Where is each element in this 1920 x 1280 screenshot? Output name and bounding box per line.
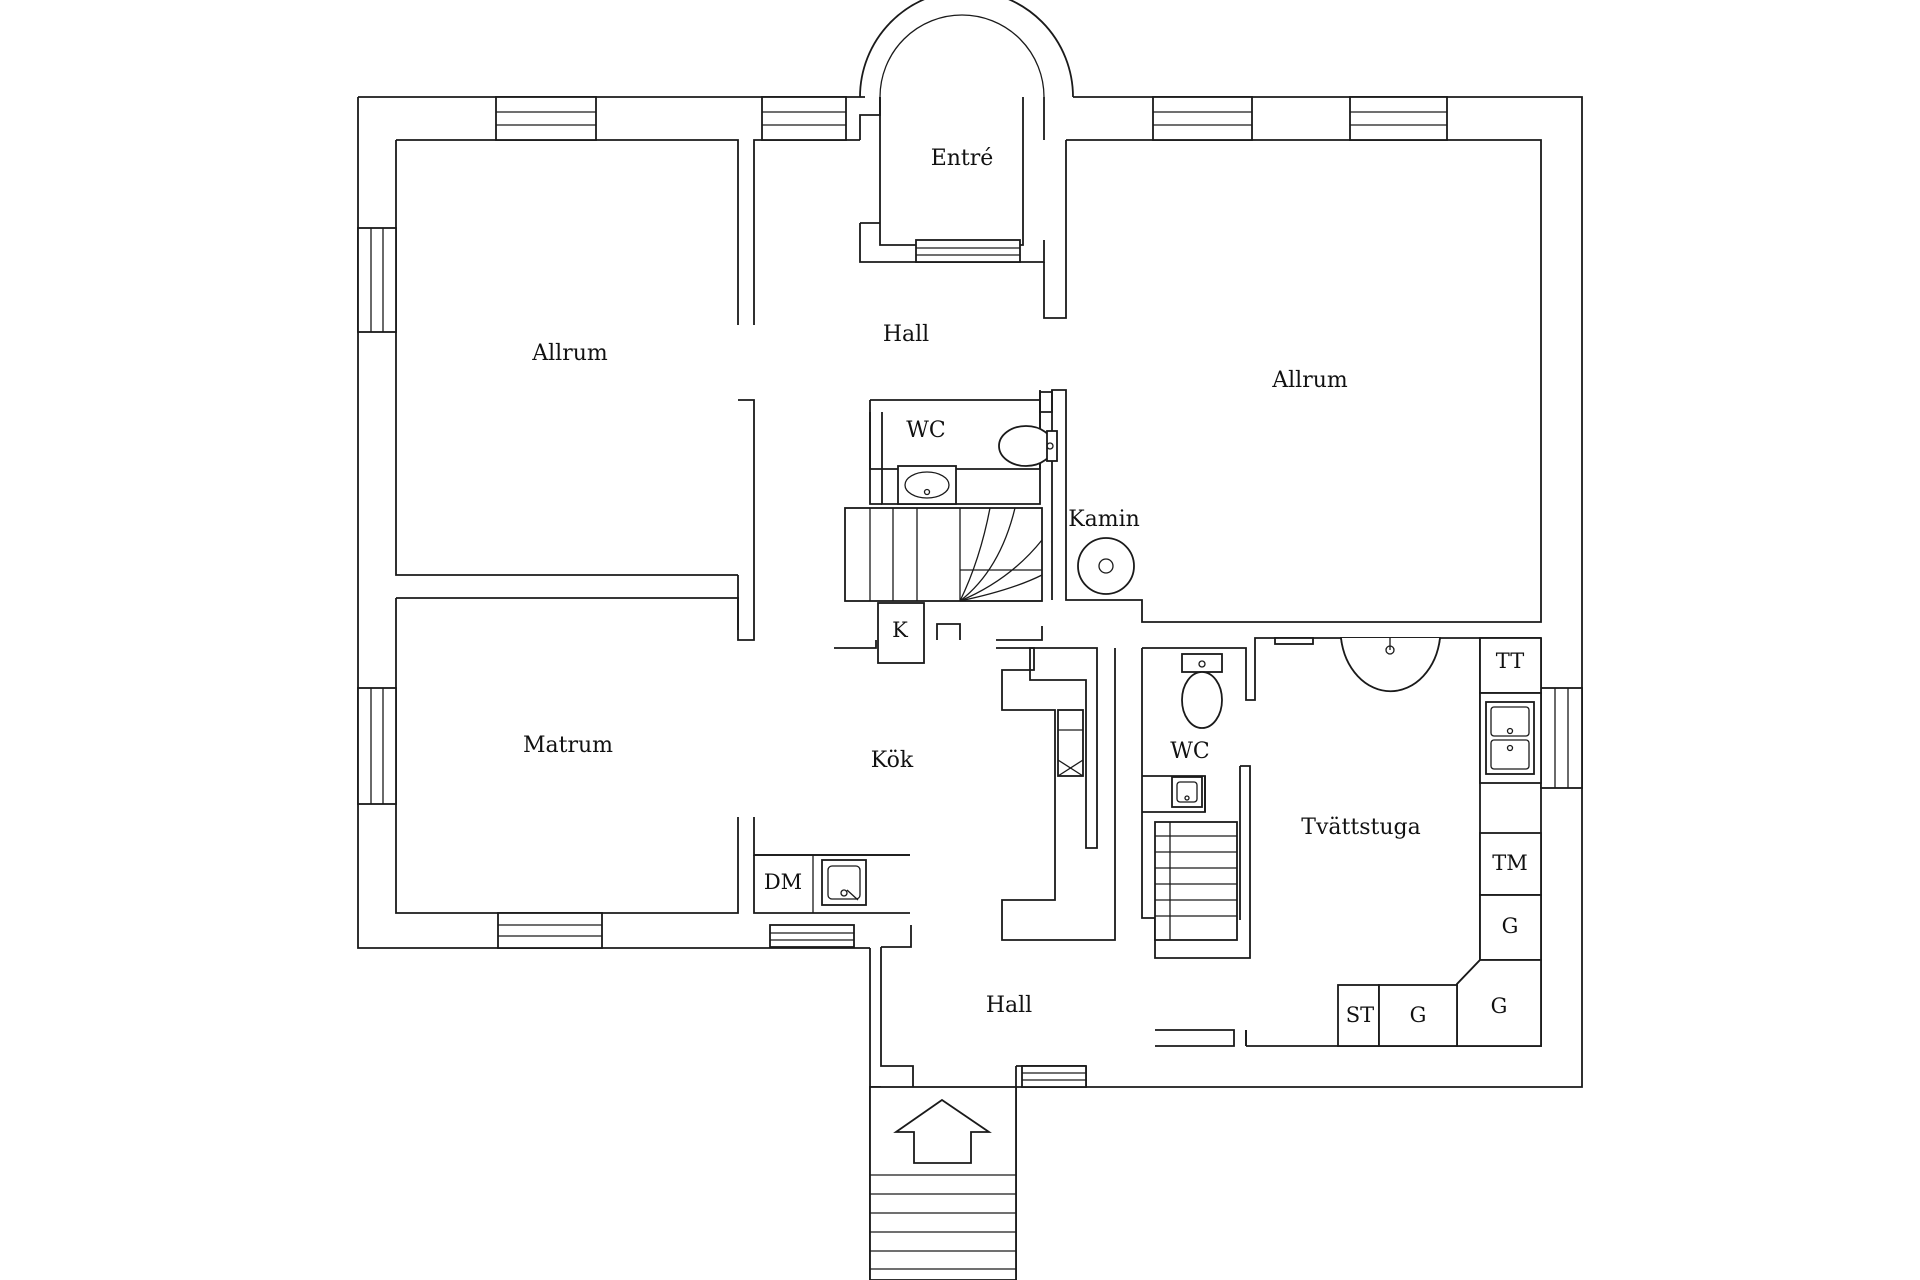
room-label-st: ST xyxy=(1346,1003,1374,1027)
room-label-wc-upper: WC xyxy=(906,418,945,443)
bay-window-arc-inner xyxy=(879,14,1045,98)
room-label-g1: G xyxy=(1502,914,1519,938)
room-label-matrum: Matrum xyxy=(523,733,613,758)
stairs-lower xyxy=(1154,821,1238,941)
bay-window-arc xyxy=(859,0,1074,98)
room-label-tt: TT xyxy=(1496,649,1524,673)
fireplace-icon xyxy=(1077,537,1135,595)
room-label-g2: G xyxy=(1491,994,1508,1018)
room-label-kamin: Kamin xyxy=(1068,507,1140,532)
room-label-allrum-left: Allrum xyxy=(531,341,608,366)
room-label-g3: G xyxy=(1410,1003,1427,1027)
toilet-icon xyxy=(998,425,1058,467)
room-label-hall-upper: Hall xyxy=(883,322,929,347)
interior-walls xyxy=(834,390,1541,1047)
arrow-up-icon xyxy=(893,1098,992,1164)
room-labels: Entré Hall Allrum Allrum WC Kamin K Matr… xyxy=(523,146,1528,1027)
room-label-hall-lower: Hall xyxy=(986,993,1032,1018)
laundry-fixtures xyxy=(1274,637,1542,1047)
windows xyxy=(357,96,1583,1088)
room-label-wc-lower: WC xyxy=(1170,739,1209,764)
sink-icon xyxy=(821,859,867,906)
room-label-kok: Kök xyxy=(871,748,914,773)
room-label-dm: DM xyxy=(764,870,802,894)
room-label-entre: Entré xyxy=(931,146,994,171)
room-label-tvattstuga: Tvättstuga xyxy=(1301,815,1420,840)
sink-icon xyxy=(1171,776,1203,808)
room-label-k: K xyxy=(892,618,908,642)
room-label-allrum-right: Allrum xyxy=(1271,368,1348,393)
sink-icon xyxy=(897,465,957,505)
k-box xyxy=(877,602,925,664)
room-label-tm: TM xyxy=(1492,851,1528,875)
wc-upper-fixtures xyxy=(897,425,1058,505)
kitchen-fixtures xyxy=(753,709,1084,914)
wc-lower-fixtures xyxy=(1171,653,1223,808)
sink-icon xyxy=(1485,701,1535,775)
toilet-icon xyxy=(1181,653,1223,729)
